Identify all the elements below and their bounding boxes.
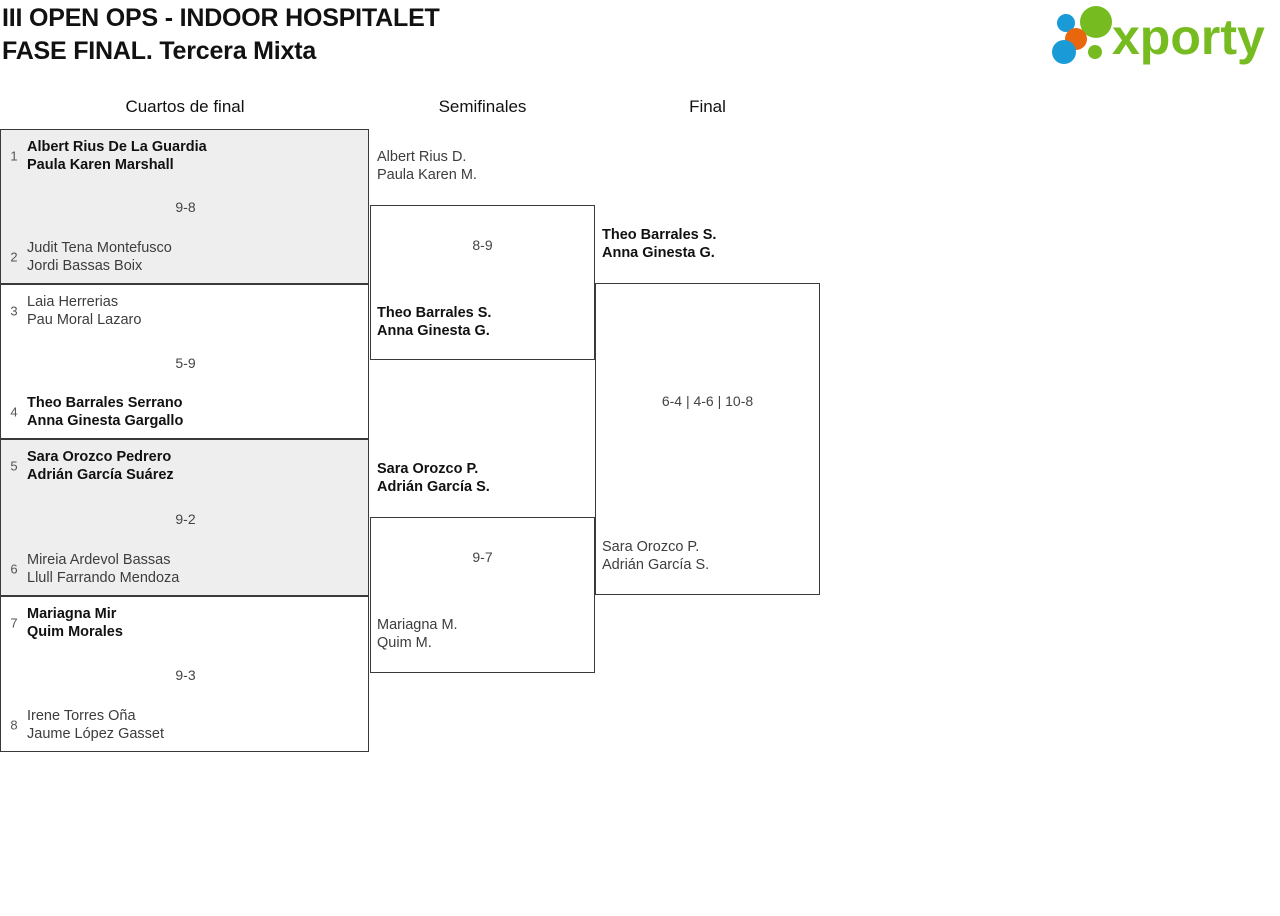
team-names: Irene Torres Oña Jaume López Gasset bbox=[27, 707, 368, 743]
player-name: Anna Ginesta Gargallo bbox=[27, 413, 184, 429]
final-competitor-top[interactable]: Theo Barrales S. Anna Ginesta G. bbox=[602, 226, 716, 262]
player-name: Anna Ginesta G. bbox=[602, 245, 715, 261]
player-name: Adrián García S. bbox=[602, 557, 710, 573]
sf-2-match-score: 9-7 bbox=[472, 549, 493, 565]
team-names: Albert Rius De La Guardia Paula Karen Ma… bbox=[27, 138, 368, 174]
final-match-score: 6-4 | 4-6 | 10-8 bbox=[661, 393, 754, 409]
player-name: Theo Barrales Serrano bbox=[27, 395, 183, 411]
player-name: Llull Farrando Mendoza bbox=[27, 570, 180, 586]
player-name: Pau Moral Lazaro bbox=[27, 312, 142, 328]
match-qf-1[interactable]: 1 Albert Rius De La Guardia Paula Karen … bbox=[0, 129, 369, 284]
seed-number: 3 bbox=[10, 303, 18, 319]
seed-number: 4 bbox=[10, 404, 18, 420]
round-header-final: Final bbox=[689, 97, 726, 116]
logo-dot-green-large bbox=[1080, 6, 1112, 38]
logo-dot-blue-small bbox=[1057, 14, 1075, 32]
sf-1-match-score: 8-9 bbox=[472, 237, 493, 253]
player-name: Laia Herrerias bbox=[27, 294, 119, 310]
sf-1-competitor-bottom[interactable]: Theo Barrales S. Anna Ginesta G. bbox=[377, 304, 491, 340]
player-name: Adrián García Suárez bbox=[27, 467, 174, 483]
player-name: Albert Rius De La Guardia bbox=[27, 139, 207, 155]
player-name: Adrián García S. bbox=[377, 479, 490, 495]
round-header-semifinals: Semifinales bbox=[438, 97, 527, 116]
team-names: Laia Herrerias Pau Moral Lazaro bbox=[27, 293, 368, 329]
player-name: Sara Orozco P. bbox=[602, 539, 700, 555]
player-name: Sara Orozco P. bbox=[377, 461, 479, 477]
match-score: 9-8 bbox=[175, 199, 196, 215]
player-name: Jaume López Gasset bbox=[27, 726, 165, 742]
logo-dot-green-small bbox=[1088, 45, 1102, 59]
match-sf-1[interactable] bbox=[370, 205, 595, 360]
match-score: 5-9 bbox=[175, 355, 196, 371]
player-name: Paula Karen M. bbox=[377, 167, 477, 183]
match-final[interactable] bbox=[595, 283, 820, 595]
team-names: Theo Barrales Serrano Anna Ginesta Garga… bbox=[27, 394, 368, 430]
player-name: Judit Tena Montefusco bbox=[27, 240, 172, 256]
competitor-bottom[interactable]: 4 Theo Barrales Serrano Anna Ginesta Gar… bbox=[1, 394, 368, 430]
match-score: 9-2 bbox=[175, 511, 196, 527]
team-names: Mireia Ardevol Bassas Llull Farrando Men… bbox=[27, 551, 368, 587]
sf-2-competitor-top[interactable]: Sara Orozco P. Adrián García S. bbox=[377, 460, 490, 496]
seed-number: 8 bbox=[10, 717, 18, 733]
logo-dot-blue-large bbox=[1052, 40, 1076, 64]
competitor-top[interactable]: 5 Sara Orozco Pedrero Adrián García Suár… bbox=[1, 448, 368, 484]
competitor-bottom[interactable]: 2 Judit Tena Montefusco Jordi Bassas Boi… bbox=[1, 239, 368, 275]
match-qf-2[interactable]: 3 Laia Herrerias Pau Moral Lazaro 5-9 4 … bbox=[0, 284, 369, 439]
player-name: Paula Karen Marshall bbox=[27, 157, 174, 173]
match-qf-4[interactable]: 7 Mariagna Mir Quim Morales 9-3 8 Irene … bbox=[0, 596, 369, 752]
tournament-phase: FASE FINAL. Tercera Mixta bbox=[2, 37, 317, 65]
player-name: Theo Barrales S. bbox=[602, 227, 717, 243]
competitor-top[interactable]: 7 Mariagna Mir Quim Morales bbox=[1, 605, 368, 641]
match-qf-3[interactable]: 5 Sara Orozco Pedrero Adrián García Suár… bbox=[0, 439, 369, 596]
xporty-logo[interactable]: xporty bbox=[1050, 6, 1276, 66]
page-header: III OPEN OPS - INDOOR HOSPITALET FASE FI… bbox=[0, 0, 1280, 76]
seed-number: 1 bbox=[10, 148, 18, 164]
player-name: Albert Rius D. bbox=[377, 149, 467, 165]
seed-number: 6 bbox=[10, 561, 18, 577]
seed-number: 7 bbox=[10, 615, 18, 631]
match-sf-2[interactable] bbox=[370, 517, 595, 673]
match-score: 9-3 bbox=[175, 667, 196, 683]
competitor-bottom[interactable]: 8 Irene Torres Oña Jaume López Gasset bbox=[1, 707, 368, 743]
seed-number: 2 bbox=[10, 249, 18, 265]
round-header-quarterfinals: Cuartos de final bbox=[125, 97, 245, 116]
player-name: Quim Morales bbox=[27, 624, 123, 640]
final-competitor-bottom[interactable]: Sara Orozco P. Adrián García S. bbox=[602, 538, 709, 574]
logo-wordmark: xporty bbox=[1112, 9, 1265, 65]
competitor-top[interactable]: 1 Albert Rius De La Guardia Paula Karen … bbox=[1, 138, 368, 174]
team-names: Sara Orozco Pedrero Adrián García Suárez bbox=[27, 448, 368, 484]
team-names: Judit Tena Montefusco Jordi Bassas Boix bbox=[27, 239, 368, 275]
player-name: Quim M. bbox=[377, 635, 432, 651]
player-name: Mariagna M. bbox=[377, 617, 458, 633]
team-names: Mariagna Mir Quim Morales bbox=[27, 605, 368, 641]
player-name: Theo Barrales S. bbox=[377, 305, 492, 321]
competitor-top[interactable]: 3 Laia Herrerias Pau Moral Lazaro bbox=[1, 293, 368, 329]
player-name: Mariagna Mir bbox=[27, 606, 117, 622]
seed-number: 5 bbox=[10, 458, 18, 474]
competitor-bottom[interactable]: 6 Mireia Ardevol Bassas Llull Farrando M… bbox=[1, 551, 368, 587]
tournament-name: III OPEN OPS - INDOOR HOSPITALET bbox=[2, 4, 440, 32]
player-name: Irene Torres Oña bbox=[27, 708, 136, 724]
page-title: III OPEN OPS - INDOOR HOSPITALET FASE FI… bbox=[2, 2, 440, 68]
player-name: Anna Ginesta G. bbox=[377, 323, 490, 339]
player-name: Mireia Ardevol Bassas bbox=[27, 552, 171, 568]
player-name: Jordi Bassas Boix bbox=[27, 258, 143, 274]
sf-2-competitor-bottom[interactable]: Mariagna M. Quim M. bbox=[377, 616, 458, 652]
sf-1-competitor-top[interactable]: Albert Rius D. Paula Karen M. bbox=[377, 148, 477, 184]
player-name: Sara Orozco Pedrero bbox=[27, 449, 172, 465]
